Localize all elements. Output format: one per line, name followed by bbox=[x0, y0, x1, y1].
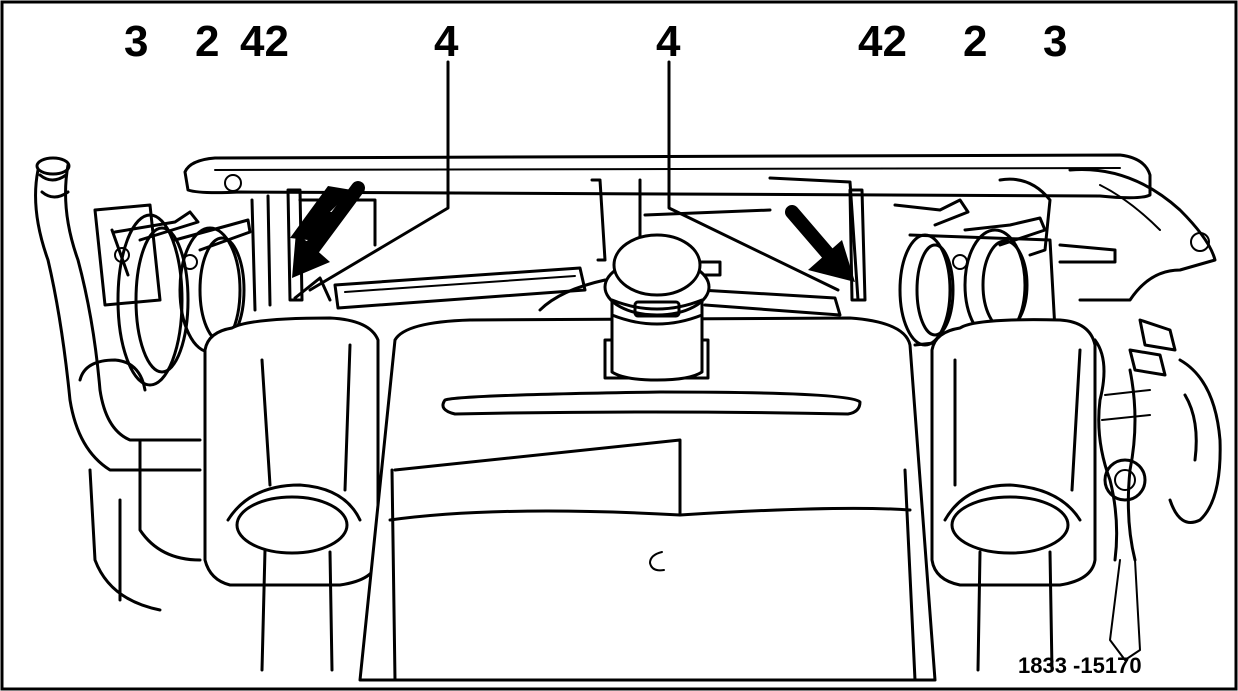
left-lower-pipes bbox=[78, 358, 202, 612]
right-bracket bbox=[698, 188, 867, 317]
left-hose bbox=[34, 156, 202, 472]
center-housing bbox=[538, 176, 860, 312]
leader-lines bbox=[308, 60, 840, 292]
left-actuator bbox=[93, 194, 272, 387]
leader-right-4 bbox=[667, 60, 840, 292]
callout-right-3: 3 bbox=[1043, 17, 1067, 66]
leader-left-4 bbox=[308, 60, 450, 292]
right-arrow bbox=[785, 205, 855, 282]
callout-left-4: 4 bbox=[434, 17, 459, 66]
left-arrow bbox=[290, 181, 365, 278]
callout-right-2: 2 bbox=[963, 17, 987, 66]
engine-cover bbox=[358, 316, 937, 682]
callout-right-4: 4 bbox=[656, 17, 681, 66]
figure-reference: 1833 -15170 bbox=[1018, 653, 1142, 678]
right-air-duct bbox=[930, 318, 1097, 672]
callout-left-2: 2 bbox=[195, 17, 219, 66]
callout-left-42: 42 bbox=[240, 17, 289, 66]
callout-right-42: 42 bbox=[858, 17, 907, 66]
right-harness bbox=[1093, 318, 1222, 661]
left-bracket bbox=[286, 188, 587, 310]
reservoir-cap bbox=[603, 233, 711, 382]
left-air-duct bbox=[203, 316, 380, 672]
callout-left-3: 3 bbox=[124, 17, 148, 66]
